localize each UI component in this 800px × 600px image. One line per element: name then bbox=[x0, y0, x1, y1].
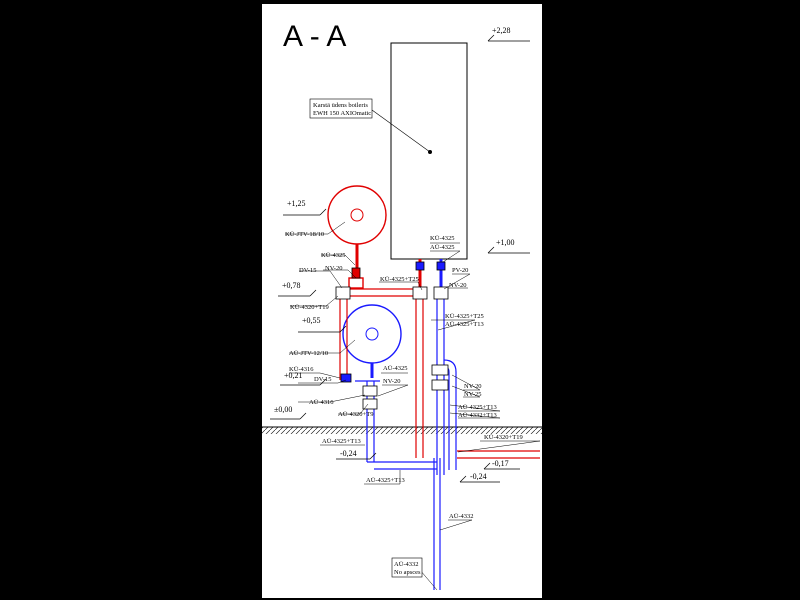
level-1-00: +1,00 bbox=[496, 238, 515, 247]
boiler-label-line1: Karstā ūdens boileris bbox=[313, 102, 368, 109]
level-0-55: +0,55 bbox=[302, 316, 321, 325]
label-ku4325-t25: KŪ-4325+T25 bbox=[380, 276, 419, 283]
level-minus-0-17: -0,17 bbox=[492, 459, 509, 468]
label-dv15-b: DV-15 bbox=[314, 376, 331, 383]
label-au4332: AŪ-4332 bbox=[449, 513, 474, 520]
level-markers bbox=[270, 34, 530, 483]
label-au4316: AŪ-4316 bbox=[309, 399, 334, 406]
label-ku4325-top: KŪ-4325 bbox=[430, 235, 455, 242]
label-nv20-d: NV-20 bbox=[464, 383, 481, 390]
label-ku-jtv: KŪ-JTV-18/10 bbox=[285, 231, 324, 238]
hot-expansion-tank bbox=[327, 185, 387, 270]
level-zero: ±0,00 bbox=[274, 405, 292, 414]
label-au4325-mid: AŪ-4325 bbox=[383, 365, 408, 372]
label-no-apsces: No apsces bbox=[394, 569, 421, 576]
boiler: Karstā ūdens boileris EWH 150 AXIOmatic bbox=[309, 42, 468, 260]
level-1-25: +1,25 bbox=[287, 199, 306, 208]
label-nv20-b: NV-20 bbox=[449, 282, 466, 289]
level-top: +2,28 bbox=[492, 26, 511, 35]
label-au4332-note: AŪ-4332 bbox=[394, 561, 419, 568]
level-0-21: +0,21 bbox=[284, 371, 303, 380]
label-ku4320-t19-a: KŪ-4320+T19 bbox=[290, 304, 329, 311]
cold-water-pipes bbox=[355, 259, 457, 590]
label-au4320-t9: AŪ-4320+T9 bbox=[338, 411, 373, 418]
level-minus-0-24-b: -0,24 bbox=[470, 472, 487, 481]
boiler-label-line2: EWH 150 AXIOmatic bbox=[313, 110, 371, 117]
cold-expansion-tank bbox=[342, 304, 402, 378]
section-title: A - A bbox=[283, 20, 346, 53]
label-au4325-top: AŪ-4325 bbox=[430, 244, 455, 251]
label-ku4325-t25-b: KŪ-4325+T25 bbox=[445, 313, 484, 320]
valves-and-fittings bbox=[335, 261, 449, 410]
supply-note: AŪ-4332 No apsces bbox=[391, 557, 423, 578]
label-pv20: PV-20 bbox=[452, 267, 468, 274]
label-dv15-a: DV-15 bbox=[299, 267, 316, 274]
label-nv25: NV-25 bbox=[464, 391, 481, 398]
label-ku4325-a: KŪ-4325 bbox=[321, 252, 346, 259]
label-au4325-t13-b: AŪ-4325+T13 bbox=[458, 404, 497, 411]
level-minus-0-24-a: -0,24 bbox=[340, 449, 357, 458]
label-ku4320-t19-b: KŪ-4320+T19 bbox=[484, 434, 523, 441]
label-au4325-t13-a: AŪ-4325+T13 bbox=[445, 321, 484, 328]
ground-line bbox=[262, 426, 542, 434]
drawing-sheet bbox=[262, 4, 542, 598]
leader-lines bbox=[285, 221, 541, 591]
label-au4325-t13-c: AŪ-4325+T13 bbox=[322, 438, 361, 445]
label-au-jtv: AŪ-JTV-12/10 bbox=[289, 350, 328, 357]
hot-water-pipes bbox=[339, 259, 540, 459]
label-au4325-t13-d: AŪ-4325+T13 bbox=[366, 477, 405, 484]
label-nv20-a: NV-20 bbox=[325, 265, 342, 272]
label-nv20-c: NV-20 bbox=[383, 378, 400, 385]
label-au4332-t13: AŪ-4332+T13 bbox=[458, 412, 497, 419]
level-0-78: +0,78 bbox=[282, 281, 301, 290]
label-ku4316: KŪ-4316 bbox=[289, 366, 314, 373]
